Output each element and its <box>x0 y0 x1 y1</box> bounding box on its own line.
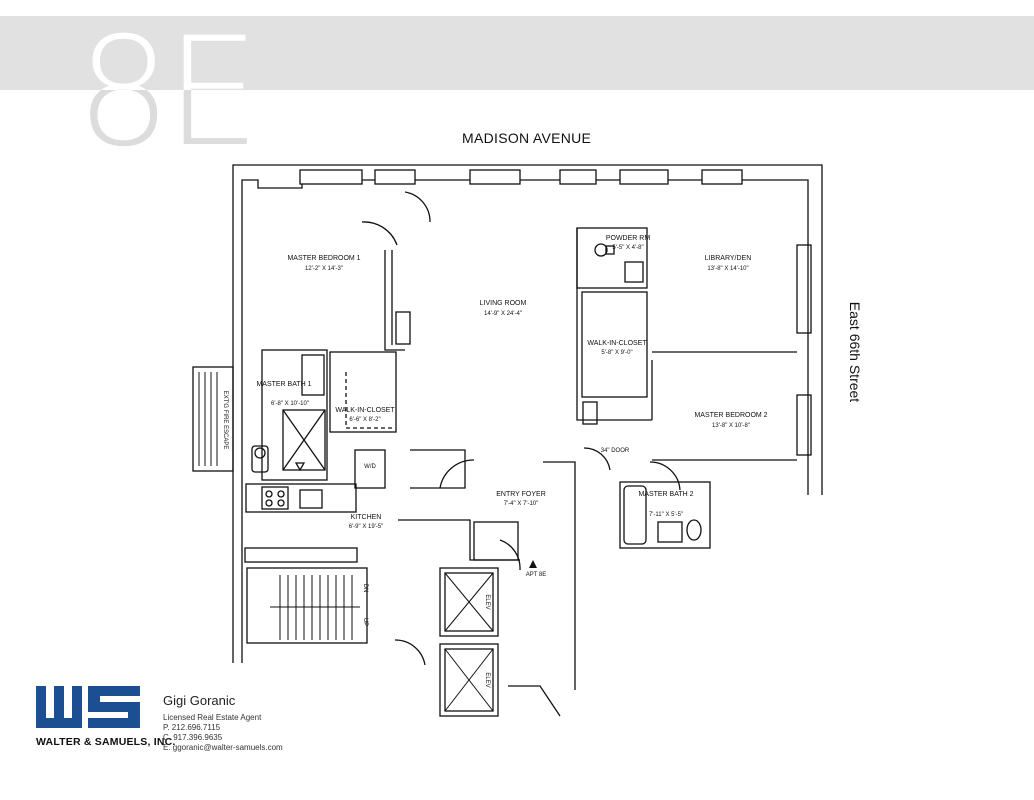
room-dims: 6'-8" X 10'-10" <box>271 401 309 407</box>
room-dims: 12'-2" X 14'-3" <box>305 266 343 272</box>
room-name: KITCHEN <box>351 514 382 521</box>
apt-entry-marker <box>529 560 537 568</box>
room-name: POWDER RM <box>606 235 651 242</box>
room-dims: 7'-11" X 5'-5" <box>649 512 683 518</box>
company-name: WALTER & SAMUELS, INC. <box>36 736 176 748</box>
room-name: LIVING ROOM <box>480 300 527 307</box>
room-dims: 5'-5" X 4'-8" <box>612 245 643 251</box>
street-label-top: MADISON AVENUE <box>462 130 592 146</box>
room-name: WALK-IN-CLOSET <box>335 407 395 414</box>
elevator-label: ELEV <box>484 672 490 687</box>
apt-label: APT 8E <box>526 572 547 578</box>
agent-name: Gigi Goranic <box>163 693 236 708</box>
room-name: MASTER BEDROOM 1 <box>287 255 360 262</box>
room-dims: 7'-4" X 7'-10" <box>504 501 539 507</box>
room-name: LIBRARY/DEN <box>705 255 752 262</box>
header-band <box>0 16 1034 90</box>
room-name: MASTER BATH 2 <box>638 491 693 498</box>
stair-up-label: UP <box>362 618 368 626</box>
agent-title: Licensed Real Estate Agent <box>163 713 262 722</box>
stair-down-label: DN <box>362 584 368 593</box>
agent-cell: C. 917.396.9635 <box>163 733 223 742</box>
room-dims: 6'-6" X 8'-2" <box>349 417 380 423</box>
room-name: MASTER BEDROOM 2 <box>694 412 767 419</box>
room-name: WALK-IN-CLOSET <box>587 340 647 347</box>
elevator-label: ELEV <box>484 594 490 609</box>
unit-number: 8E <box>76 6 260 180</box>
room-name: MASTER BATH 1 <box>256 381 311 388</box>
room-dims: 14'-9" X 24'-4" <box>484 311 522 317</box>
agent-email[interactable]: E. ggoranic@walter-samuels.com <box>163 743 283 752</box>
room-name: ENTRY FOYER <box>496 491 546 498</box>
room-dims: 6'-9" X 19'-5" <box>349 524 384 530</box>
room-dims: 13'-8" X 10'-8" <box>712 423 750 429</box>
door-note: 34" DOOR <box>601 448 630 454</box>
fire-escape-label: EXT'G FIRE ESCAPE <box>222 391 228 450</box>
company-logo <box>36 686 140 728</box>
washer-dryer-label: W/D <box>364 464 376 470</box>
agent-contact: Gigi Goranic Licensed Real Estate Agent … <box>163 693 283 753</box>
unit-number-lower: 8E <box>76 6 255 180</box>
room-dims: 13'-8" X 14'-10" <box>707 266 748 272</box>
room-dims: 5'-8" X 9'-0" <box>601 350 632 356</box>
agent-phone: P. 212.696.7115 <box>163 723 221 732</box>
